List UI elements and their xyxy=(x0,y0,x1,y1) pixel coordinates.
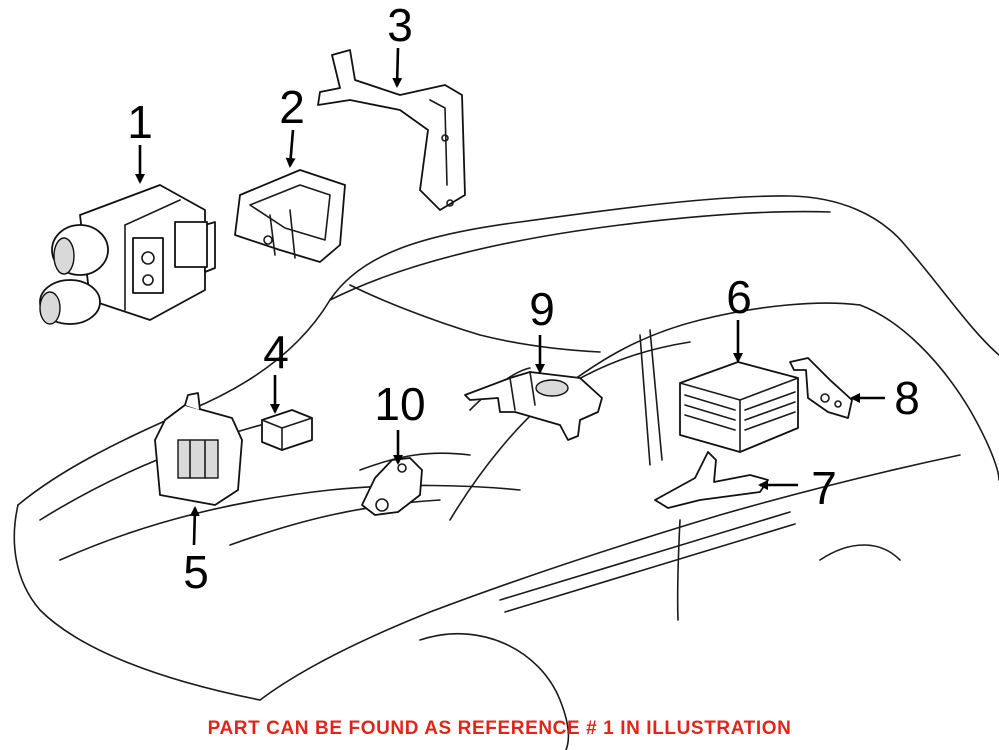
callout-arrows xyxy=(135,47,885,546)
callout-2: 2 xyxy=(279,81,305,133)
callout-5: 5 xyxy=(183,546,209,598)
callout-arrow-3 xyxy=(392,47,403,88)
part-5-control-unit xyxy=(154,392,243,506)
part-7-bracket xyxy=(654,451,769,509)
callout-7: 7 xyxy=(811,462,837,514)
part-4-relay xyxy=(261,409,313,451)
part-1-abs-modulator xyxy=(39,184,216,325)
callout-9: 9 xyxy=(529,283,555,335)
callout-10: 10 xyxy=(374,378,425,430)
car-outline xyxy=(13,195,999,750)
callout-6: 6 xyxy=(726,271,752,323)
callout-1: 1 xyxy=(127,96,153,148)
callout-arrow-2 xyxy=(285,129,296,168)
callout-8: 8 xyxy=(894,372,920,424)
part-10-sensor xyxy=(361,457,423,516)
part-9-bracket xyxy=(464,371,603,441)
callout-arrow-5 xyxy=(189,506,200,546)
callout-labels: 1 2 3 4 5 6 7 8 9 10 xyxy=(127,0,920,598)
callout-3: 3 xyxy=(387,0,413,51)
part-2-bracket xyxy=(234,169,346,263)
callout-4: 4 xyxy=(263,326,289,378)
reference-caption: PART CAN BE FOUND AS REFERENCE # 1 IN IL… xyxy=(207,718,792,739)
part-6-module xyxy=(679,361,799,453)
part-3-bracket xyxy=(317,49,466,211)
part-8-bracket xyxy=(789,357,853,419)
